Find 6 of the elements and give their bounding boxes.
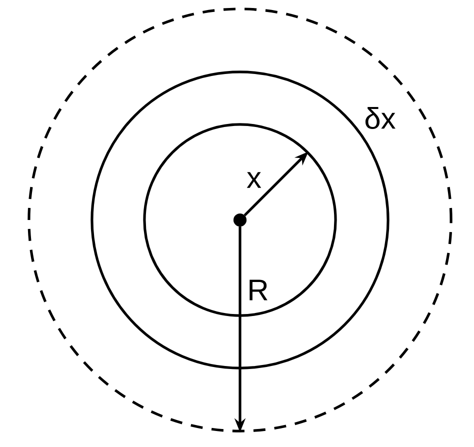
- edge-label: x: [246, 172, 262, 188]
- edge-label: R: [250, 280, 268, 300]
- label: δx: [365, 107, 396, 129]
- dashed-circle: [28, 8, 452, 432]
- center-dot: [233, 213, 247, 227]
- inner-circle: [143, 123, 337, 317]
